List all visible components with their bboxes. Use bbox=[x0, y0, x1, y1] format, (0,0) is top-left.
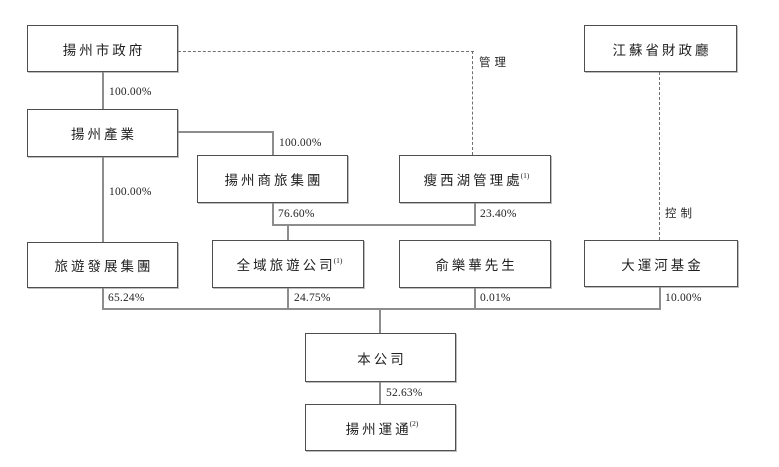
dashed-manage-h bbox=[178, 51, 474, 52]
connector-quanyu-drop bbox=[287, 224, 289, 240]
pct-gov-industry: 100.00% bbox=[109, 86, 152, 98]
connector-gov-industry bbox=[102, 72, 104, 109]
node-mr-yu-lehua: 俞樂華先生 bbox=[399, 240, 551, 288]
node-label: 江蘇省財政廳 bbox=[612, 42, 712, 58]
dashed-control-v bbox=[659, 72, 660, 240]
pct-fund-company: 10.00% bbox=[665, 292, 702, 304]
node-label: 揚州運通 bbox=[345, 421, 412, 437]
node-label: 揚州產業 bbox=[71, 127, 137, 142]
node-the-company: 本公司 bbox=[305, 333, 456, 382]
dashed-manage-v bbox=[472, 51, 473, 155]
node-shouxihu-administration: 瘦西湖管理處(1) bbox=[399, 155, 551, 203]
pct-industry-shanglv: 100.00% bbox=[279, 137, 322, 149]
connector-industry-shanglv-v bbox=[272, 131, 274, 155]
node-quanyu-tourism-company: 全域旅遊公司(1) bbox=[212, 240, 364, 288]
relation-label-control: 控制 bbox=[665, 208, 696, 220]
connector-shanglv-down bbox=[272, 203, 274, 226]
node-label: 揚州市政府 bbox=[62, 42, 146, 58]
connector-industry-tourismdev bbox=[102, 157, 104, 242]
node-label: 大運河基金 bbox=[621, 257, 704, 273]
node-yangzhou-industry: 揚州產業 bbox=[27, 109, 178, 157]
node-label: 揚州商旅集團 bbox=[224, 173, 324, 188]
node-tourism-development-group: 旅遊發展集團 bbox=[27, 242, 178, 288]
node-yangzhou-yuntong: 揚州運通(2) bbox=[305, 404, 456, 451]
node-jiangsu-finance-department: 江蘇省財政廳 bbox=[584, 25, 737, 72]
pct-company-yuntong: 52.63% bbox=[386, 387, 423, 399]
relation-label-manage: 管理 bbox=[479, 57, 510, 69]
connector-tourismdev-down bbox=[102, 288, 104, 310]
connector-company-collector bbox=[102, 308, 661, 310]
connector-industry-shanglv-h bbox=[178, 131, 274, 133]
connector-yu-down bbox=[474, 288, 476, 310]
node-label: 瘦西湖管理處 bbox=[423, 173, 523, 188]
pct-tourismdev-company: 65.24% bbox=[108, 292, 145, 304]
node-grand-canal-fund: 大運河基金 bbox=[584, 240, 738, 287]
footnote-marker: (1) bbox=[520, 170, 530, 180]
pct-industry-tourismdev: 100.00% bbox=[109, 186, 152, 198]
node-yangzhou-municipal-government: 揚州市政府 bbox=[27, 25, 178, 72]
node-label: 本公司 bbox=[357, 351, 407, 367]
connector-quanyu-down bbox=[287, 288, 289, 310]
pct-yu-company: 0.01% bbox=[480, 292, 511, 304]
footnote-marker: (2) bbox=[409, 419, 419, 428]
connector-company-yuntong bbox=[379, 382, 381, 404]
connector-fund-down bbox=[659, 287, 661, 310]
connector-quanyu-collector bbox=[272, 224, 476, 226]
pct-shouxihu-quanyu: 23.40% bbox=[480, 208, 517, 220]
connector-company-drop bbox=[379, 308, 381, 333]
node-yangzhou-shanglv-group: 揚州商旅集團 bbox=[197, 155, 348, 203]
node-label: 旅遊發展集團 bbox=[54, 259, 154, 274]
node-label: 俞樂華先生 bbox=[435, 258, 518, 273]
pct-shanglv-quanyu: 76.60% bbox=[278, 208, 315, 220]
pct-quanyu-company: 24.75% bbox=[294, 292, 331, 304]
node-label: 全域旅遊公司 bbox=[236, 258, 336, 273]
footnote-marker: (1) bbox=[333, 255, 343, 265]
connector-shouxihu-down bbox=[474, 203, 476, 226]
